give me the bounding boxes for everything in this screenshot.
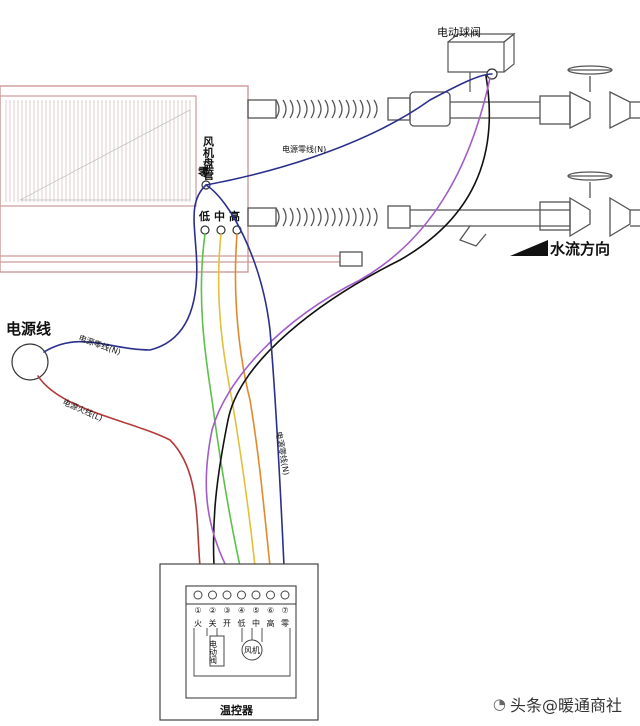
terminal-name: 低 (238, 618, 246, 628)
high-label: 高 (229, 209, 240, 223)
neutral-bottom-label: 电源零线(N) (274, 431, 292, 476)
chat-icon: ◔ (492, 695, 506, 713)
mid-label: 中 (214, 209, 225, 223)
terminal-screw (222, 590, 232, 600)
thermostat-label: 温控器 (220, 703, 254, 717)
valve-open-wire (205, 77, 491, 567)
terminal-number: ① (195, 606, 202, 615)
terminal-number: ③ (224, 606, 231, 615)
terminal-number: ④ (238, 606, 245, 615)
terminal-screw (251, 590, 261, 600)
high-wire (234, 233, 271, 567)
low-terminal (200, 225, 210, 235)
terminal-names: 火关开低中高零 (194, 618, 289, 628)
valve-label: 电动球阀 (437, 25, 481, 39)
terminal-name: 高 (267, 618, 275, 628)
terminal-screws (193, 590, 290, 600)
valve-close-wire (212, 75, 491, 567)
terminal-name: 火 (194, 619, 202, 628)
watermark-text: 头条@暖通商社 (509, 696, 622, 715)
terminal-name: 开 (223, 619, 231, 628)
terminal-name: 零 (281, 619, 289, 628)
terminal-screw (208, 590, 217, 600)
neutral-left-label: 电源零线(N) (77, 332, 122, 357)
terminal-screw (280, 590, 290, 600)
wires (37, 73, 493, 567)
low-wire (200, 233, 241, 567)
zero-label: 零 (197, 166, 210, 179)
neutral-top-label: 电源零线(N) (282, 144, 326, 154)
terminal-number: ⑦ (282, 606, 289, 615)
coil-fins (5, 100, 191, 202)
upper-pipe (247, 65, 640, 130)
terminal-screw (266, 590, 275, 600)
mid-wire (217, 233, 256, 567)
live-wire (37, 375, 201, 567)
terminal-screw (193, 590, 203, 600)
fan-coil-label: 风机盘管 (202, 135, 215, 181)
neutral-wire-bottom (205, 184, 285, 567)
fan-coil-unit (0, 85, 340, 273)
terminal-screw (237, 590, 246, 600)
terminal-number: ⑤ (253, 606, 260, 615)
power-source (11, 343, 49, 381)
water-flow-label: 水流方向 (550, 240, 610, 258)
low-label: 低 (198, 209, 210, 223)
terminal-number: ⑥ (267, 606, 274, 615)
terminal-number: ② (209, 606, 216, 615)
watermark: ◔ 头条@暖通商社 (493, 692, 622, 716)
electric-ball-valve: 电动球阀 (437, 25, 516, 92)
valve-box-label: 电动阀 (209, 639, 218, 665)
power-line-label: 电源线 (6, 320, 51, 338)
terminal-name: 中 (252, 618, 260, 628)
mid-terminal (216, 225, 226, 235)
water-flow-arrow: 水流方向 (510, 240, 610, 258)
neutral-wire-left (43, 184, 207, 353)
fan-box-label: 风机 (244, 645, 260, 655)
live-left-label: 电源火线(L) (61, 397, 104, 424)
neutral-wire-top (205, 73, 493, 186)
terminal-name: 关 (209, 618, 217, 628)
